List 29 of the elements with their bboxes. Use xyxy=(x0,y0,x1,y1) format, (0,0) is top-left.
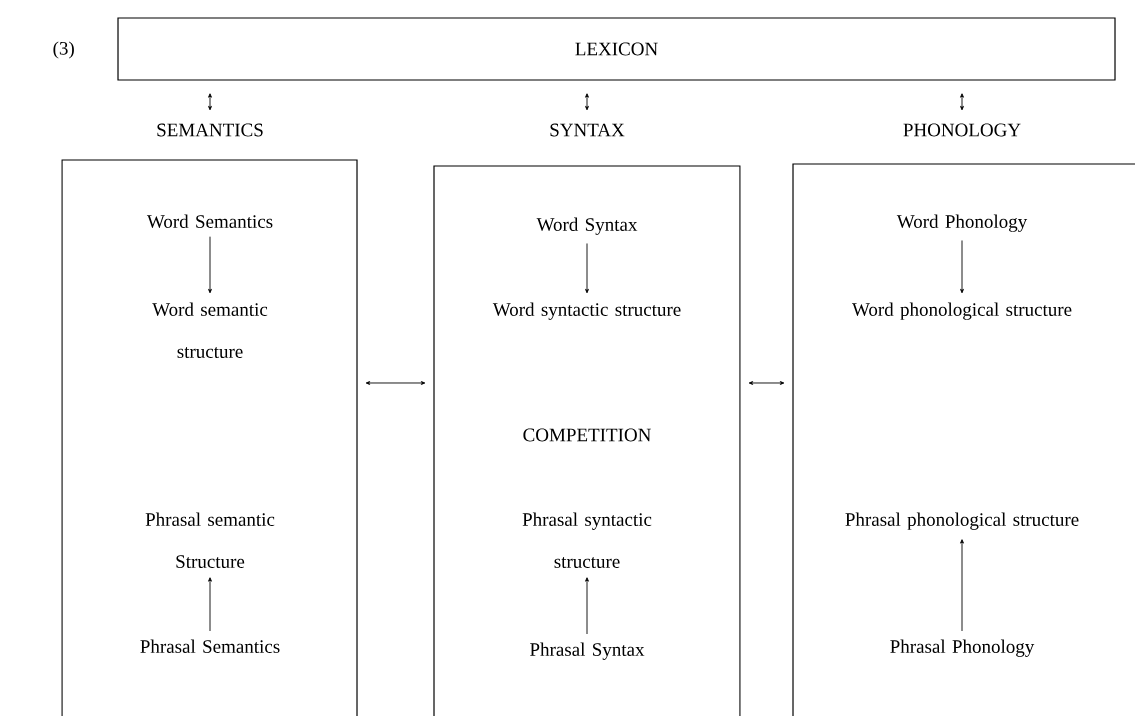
arrow xyxy=(960,539,964,632)
node-label: SEMANTICS xyxy=(157,123,263,137)
arrow xyxy=(365,381,426,385)
text-label: Word phonological structure xyxy=(852,302,1072,320)
text-label: Phrasal phonological structure xyxy=(845,512,1079,530)
text-label: Word Syntax xyxy=(536,217,638,235)
text-label: COMPETITION xyxy=(523,428,651,442)
text-label: Word syntactic structure xyxy=(492,302,681,320)
node-label: SYNTAX xyxy=(550,123,625,137)
arrow xyxy=(208,577,212,632)
arrow xyxy=(208,93,212,111)
text-label: Phrasal syntactic structure xyxy=(522,512,652,568)
text-label: Word semantic structure xyxy=(152,302,268,358)
text-label: Phrasal Phonology xyxy=(890,639,1035,657)
arrow xyxy=(585,93,589,111)
arrow xyxy=(748,381,785,385)
text-label: Word Semantics xyxy=(146,214,273,229)
arrow xyxy=(208,236,212,294)
text-label: Word Phonology xyxy=(896,214,1028,232)
arrow xyxy=(960,240,964,294)
text-label: Phrasal semantic Structure xyxy=(145,512,275,568)
example-number: (3) xyxy=(53,41,74,59)
arrow xyxy=(585,577,589,635)
text-label: Phrasal Syntax xyxy=(530,642,645,660)
arrow xyxy=(585,243,589,294)
text-label: Phrasal Semantics xyxy=(140,639,280,653)
node-label: PHONOLOGY xyxy=(903,123,1021,137)
lexicon-box: LEXICON xyxy=(117,17,1116,81)
arrow xyxy=(960,93,964,111)
